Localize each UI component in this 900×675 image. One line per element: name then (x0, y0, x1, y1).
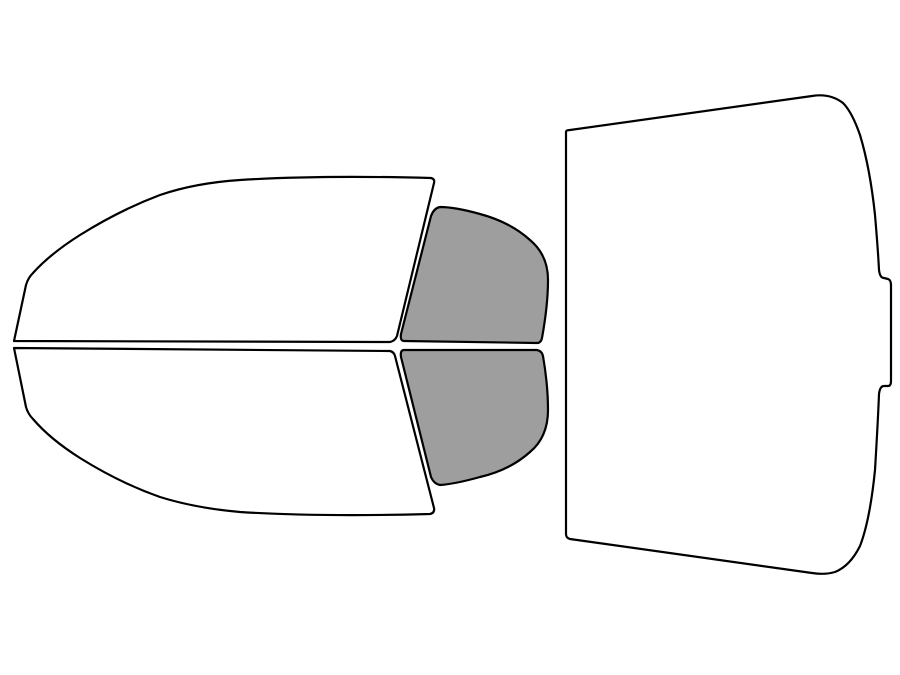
rear-windshield[interactable] (564, 94, 893, 575)
front-door-window-upper[interactable] (12, 175, 436, 344)
front-door-window-lower[interactable] (12, 346, 436, 517)
rear-door-window-lower[interactable] (399, 348, 550, 487)
rear-door-window-upper[interactable] (399, 205, 550, 345)
